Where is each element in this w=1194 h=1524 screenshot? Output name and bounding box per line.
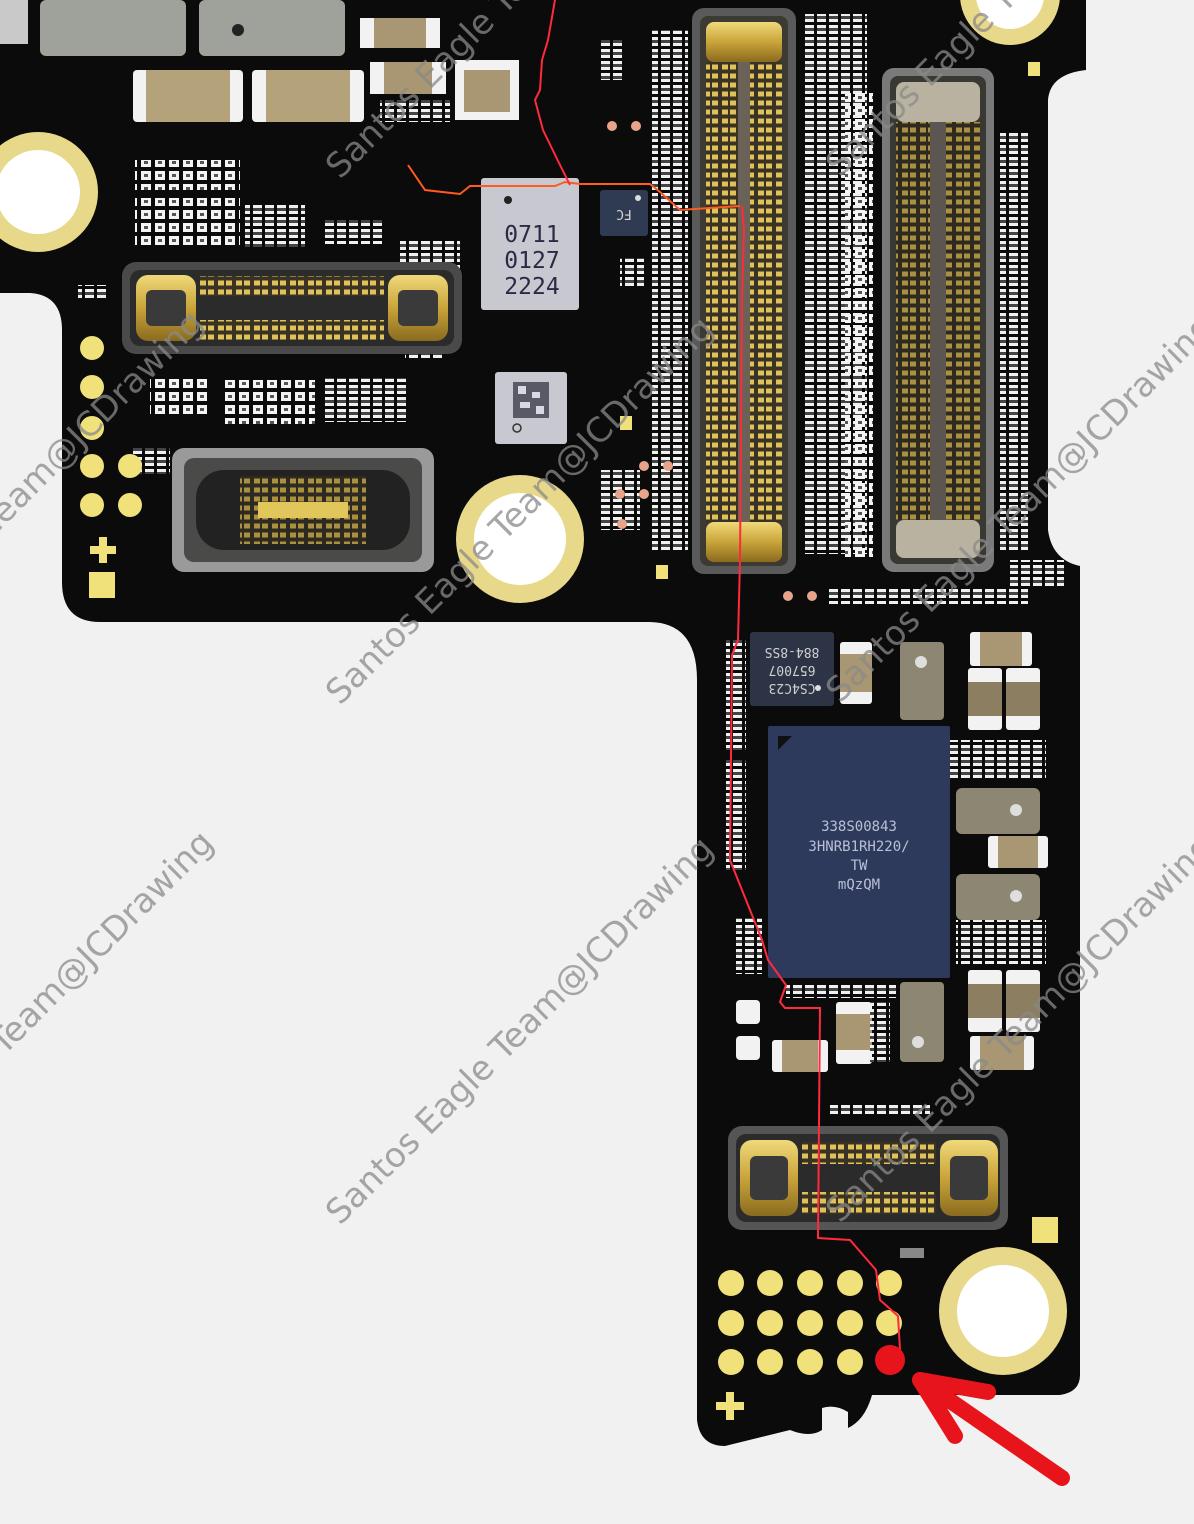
chip-marking-cs-3: 884-8SS [765, 644, 820, 659]
top-components [0, 0, 519, 122]
test-pads-left [80, 62, 1058, 1243]
ic-chip-small: FC [600, 190, 648, 236]
chip-marking-line-3: 2224 [504, 274, 559, 300]
plus-icon [716, 1392, 744, 1420]
mounting-hole-top-left [0, 132, 98, 252]
smd-columns [598, 14, 1064, 604]
chip-marking-line-1: 0711 [504, 222, 559, 248]
chip-marking-cs-1: CS4C23 [769, 680, 816, 695]
plus-icon [90, 537, 116, 563]
board-connector-left [122, 262, 462, 354]
chip-marking-cs-2: 657007 [769, 662, 816, 677]
test-pads-bottom [718, 1270, 902, 1375]
watermark-text: Santos Eagle Team@JCDrawing [0, 823, 222, 1227]
ic-chip-qr [495, 372, 567, 444]
chip-marking-main-1: 338S00843 [821, 819, 897, 835]
smd-cluster-left [78, 160, 460, 474]
signal-trace-orange [407, 164, 741, 212]
red-dot-icon [875, 1345, 905, 1375]
mounting-hole-top-right [960, 0, 1060, 45]
chip-marking-main-4: mQzQM [838, 877, 880, 893]
ic-chip-cs: CS4C23 657007 884-8SS [750, 632, 834, 706]
chip-marking-main-2: 3HNRB1RH220/ [808, 839, 909, 855]
red-arrow-icon [912, 1372, 1070, 1486]
watermark-text: Santos Eagle Team@JCDrawing [318, 829, 722, 1233]
tall-connector-1 [692, 8, 796, 574]
chip-marking-main-3: TW [851, 858, 868, 874]
tall-connector-2 [882, 68, 994, 572]
mounting-hole-bottom-right [939, 1247, 1067, 1375]
mounting-hole-middle [456, 475, 584, 603]
chip-marking-line-2: 0127 [504, 248, 559, 274]
board-connector-lower-left [172, 448, 434, 572]
power-components-lower [726, 632, 1048, 1116]
board-connector-bottom [728, 1126, 1008, 1258]
chip-marking-small: FC [616, 206, 632, 221]
signal-trace-red [533, 0, 902, 1361]
ic-chip-main: 338S00843 3HNRB1RH220/ TW mQzQM [768, 726, 950, 978]
ic-chip-grey: 0711 0127 2224 [481, 178, 579, 310]
